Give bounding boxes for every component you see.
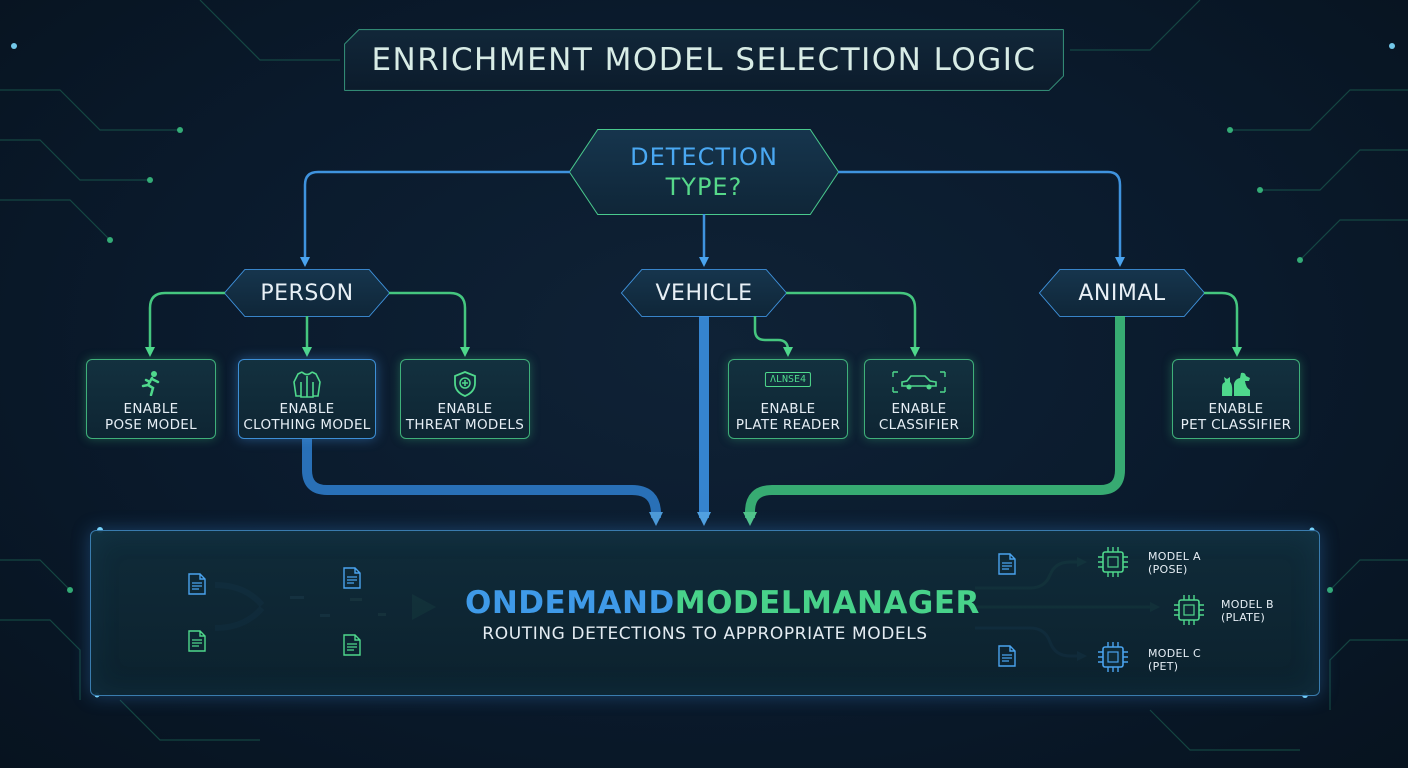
chip-icon bbox=[1174, 595, 1204, 625]
category-vehicle: VEHICLE bbox=[622, 270, 786, 316]
document-icon bbox=[188, 630, 206, 652]
manager-title-part2: MODELMANAGER bbox=[674, 585, 980, 621]
flow-person-threat bbox=[389, 291, 470, 357]
chip-icon bbox=[1098, 642, 1128, 672]
document-icon bbox=[998, 553, 1016, 575]
model-classifier-line1: ENABLE bbox=[891, 401, 947, 417]
flow-vehicle-classifier bbox=[786, 291, 920, 357]
category-person-label: PERSON bbox=[260, 280, 354, 306]
document-icon bbox=[998, 645, 1016, 667]
circuit-background bbox=[0, 0, 1408, 751]
decision-label-line2: TYPE? bbox=[665, 173, 743, 201]
model-box-classifier: ENABLE CLASSIFIER bbox=[864, 359, 974, 439]
model-box-pet: ENABLE PET CLASSIFIER bbox=[1172, 359, 1300, 439]
running-person-icon bbox=[137, 370, 165, 400]
category-animal: ANIMAL bbox=[1040, 270, 1204, 316]
manager-subtitle: ROUTING DETECTIONS TO APPROPRIATE MODELS bbox=[482, 624, 928, 644]
model-plate-line1: ENABLE bbox=[760, 401, 816, 417]
flow-person-to-manager bbox=[302, 439, 663, 526]
shield-icon bbox=[452, 370, 478, 402]
category-person: PERSON bbox=[225, 270, 389, 316]
model-clothing-line1: ENABLE bbox=[279, 401, 335, 417]
model-clothing-line2: CLOTHING MODEL bbox=[243, 417, 371, 433]
flow-vehicle-plate bbox=[753, 316, 793, 357]
model-box-clothing: ENABLE CLOTHING MODEL bbox=[238, 359, 376, 439]
model-c-line1: MODEL C bbox=[1148, 647, 1201, 660]
flow-decision-animal bbox=[838, 170, 1125, 267]
manager-title: ONDEMANDMODELMANAGER bbox=[465, 585, 979, 621]
model-pose-line2: POSE MODEL bbox=[105, 417, 197, 433]
decision-label-line1: DETECTION bbox=[630, 143, 778, 171]
diagram-title-box: ENRICHMENT MODEL SELECTION LOGIC bbox=[345, 30, 1063, 90]
car-icon bbox=[891, 370, 947, 398]
flow-decision-person bbox=[300, 170, 570, 267]
model-box-threat: ENABLE THREAT MODELS bbox=[400, 359, 530, 439]
model-a-label: MODEL A (POSE) bbox=[1148, 550, 1201, 576]
document-icon bbox=[188, 573, 206, 595]
flow-animal-to-manager bbox=[743, 316, 1125, 526]
flow-person-pose bbox=[145, 291, 225, 357]
model-pet-line1: ENABLE bbox=[1208, 401, 1264, 417]
model-classifier-line2: CLASSIFIER bbox=[878, 417, 960, 433]
category-vehicle-label: VEHICLE bbox=[655, 280, 753, 306]
model-threat-line1: ENABLE bbox=[437, 401, 493, 417]
document-icon bbox=[343, 567, 361, 589]
license-plate-icon: ΛLNSE4 bbox=[764, 372, 812, 387]
model-threat-line2: THREAT MODELS bbox=[405, 417, 525, 433]
model-b-label: MODEL B (PLATE) bbox=[1221, 598, 1274, 624]
manager-title-part1: ONDEMAND bbox=[465, 585, 675, 621]
chip-icon bbox=[1098, 547, 1128, 577]
jacket-icon bbox=[292, 370, 322, 402]
model-a-line2: (POSE) bbox=[1148, 563, 1188, 576]
diagram-title: ENRICHMENT MODEL SELECTION LOGIC bbox=[371, 42, 1037, 78]
document-icon bbox=[343, 634, 361, 656]
flow-animal-pet bbox=[1204, 291, 1242, 357]
decision-node: DETECTION TYPE? bbox=[570, 130, 838, 214]
model-plate-line2: PLATE READER bbox=[735, 417, 841, 433]
model-box-plate: ΛLNSE4 ENABLE PLATE READER bbox=[728, 359, 848, 439]
model-a-line1: MODEL A bbox=[1148, 550, 1201, 563]
model-c-label: MODEL C (PET) bbox=[1148, 647, 1201, 673]
category-animal-label: ANIMAL bbox=[1078, 280, 1166, 306]
model-c-line2: (PET) bbox=[1148, 660, 1179, 673]
model-pose-line1: ENABLE bbox=[123, 401, 179, 417]
cat-dog-icon bbox=[1219, 370, 1253, 402]
model-b-line2: (PLATE) bbox=[1221, 611, 1266, 624]
plate-text: ΛLNSE4 bbox=[764, 372, 812, 387]
model-pet-line2: PET CLASSIFIER bbox=[1180, 417, 1292, 433]
model-b-line1: MODEL B bbox=[1221, 598, 1274, 611]
model-box-pose: ENABLE POSE MODEL bbox=[86, 359, 216, 439]
